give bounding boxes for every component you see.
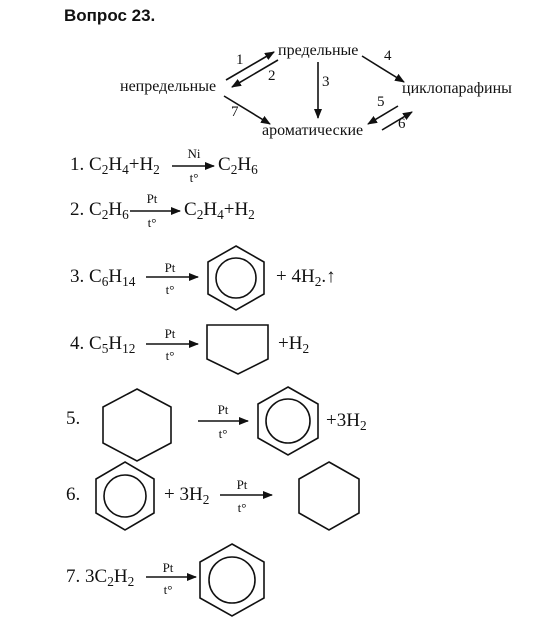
cyclopentane-ring (206, 324, 269, 375)
reaction-2: 2. C2H6 (70, 199, 129, 222)
label-saturated: предельные (278, 42, 359, 59)
catalyst-label: Pt (164, 326, 176, 341)
cyclohexane-ring (298, 461, 360, 531)
arrow-number-6: 6 (398, 116, 406, 132)
condition-label: t° (218, 426, 228, 441)
label-cycloparaffins: циклопарафины (402, 80, 512, 97)
condition-label: t° (237, 500, 247, 515)
catalyst-label: Pt (162, 560, 174, 575)
reaction-3: 3. C6H14 (70, 266, 136, 289)
arrow-1 (225, 51, 275, 81)
catalyst-label: Pt (217, 402, 229, 417)
catalyst-label: Pt (146, 191, 158, 206)
reaction-6-reagent: + 3H2 (164, 484, 210, 507)
condition-label: t° (147, 215, 157, 230)
reaction-number: 5. (66, 408, 81, 429)
arrow-number-5: 5 (377, 94, 385, 110)
label-aromatic: ароматические (262, 122, 364, 139)
condition-label: t° (189, 170, 199, 185)
arrow-2 (231, 59, 279, 88)
reaction-number: 4. (70, 333, 85, 354)
arrow-number-7: 7 (231, 104, 239, 120)
reaction-number: 7. (66, 566, 81, 587)
arrow-number-1: 1 (236, 52, 244, 68)
condition-label: t° (163, 582, 173, 597)
reaction-6: 6. (66, 484, 80, 506)
reaction-number: 6. (66, 484, 81, 505)
condition-label: t° (165, 282, 175, 297)
reaction-4-products: +H2 (278, 333, 310, 356)
arrow-5 (367, 105, 399, 125)
arrow-7 (223, 95, 271, 125)
label-unsaturated: непредельные (120, 78, 217, 95)
question-title: Вопрос 23. (64, 6, 156, 25)
arrow-4 (361, 55, 405, 83)
reaction-5: 5. (66, 408, 80, 430)
condition-label: t° (165, 348, 175, 363)
arrow-number-4: 4 (384, 48, 392, 64)
catalyst-label: Pt (236, 477, 248, 492)
catalyst-label: Pt (164, 260, 176, 275)
reaction-number: 2. (70, 199, 85, 220)
reaction-1-products: C2H6 (218, 154, 258, 177)
cyclohexane-ring (102, 388, 172, 462)
reaction-2-products: C2H4+H2 (184, 199, 255, 222)
catalyst-label: Ni (187, 146, 201, 161)
arrow-number-3: 3 (322, 74, 330, 90)
arrow-6 (381, 111, 413, 131)
arrow-number-2: 2 (268, 68, 276, 84)
benzene-ring (207, 245, 265, 311)
benzene-ring (199, 543, 265, 617)
reaction-7: 7. 3C2H2 (66, 566, 135, 589)
reaction-number: 3. (70, 266, 85, 287)
reaction-4: 4. C5H12 (70, 333, 136, 356)
benzene-ring (257, 386, 319, 456)
reaction-number: 1. (70, 154, 85, 175)
reaction-5-products: +3H2 (326, 410, 367, 433)
reaction-1: 1. C2H4+H2 (70, 154, 160, 177)
reaction-3-products: + 4H2.↑ (276, 266, 336, 289)
benzene-ring (95, 461, 155, 531)
